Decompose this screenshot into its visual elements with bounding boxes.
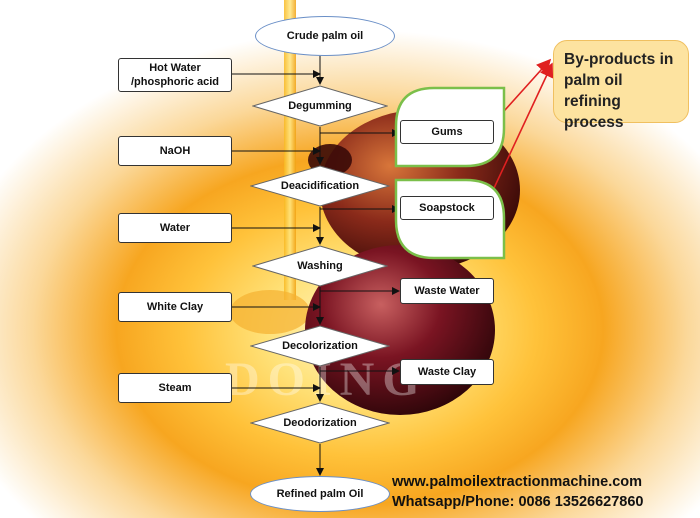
step-deodorization: Deodorization bbox=[250, 402, 390, 444]
input-white-clay: White Clay bbox=[118, 292, 232, 322]
output-waste-water: Waste Water bbox=[400, 278, 494, 304]
oil-stream bbox=[284, 0, 296, 300]
end-node: Refined palm Oil bbox=[250, 476, 390, 512]
step-deacidification: Deacidification bbox=[250, 165, 390, 207]
output-soapstock: Soapstock bbox=[400, 196, 494, 220]
step-decolorization: Decolorization bbox=[250, 325, 390, 367]
output-gums: Gums bbox=[400, 120, 494, 144]
step-degumming: Degumming bbox=[252, 85, 388, 127]
input-water: Water bbox=[118, 213, 232, 243]
input-naoh: NaOH bbox=[118, 136, 232, 166]
output-waste-clay: Waste Clay bbox=[400, 359, 494, 385]
oil-splash bbox=[230, 290, 310, 334]
contact-phone: Whatsapp/Phone: 0086 13526627860 bbox=[392, 494, 644, 510]
website-url[interactable]: www.palmoilextractionmachine.com bbox=[392, 474, 643, 490]
input-steam: Steam bbox=[118, 373, 232, 403]
input-hot-water: Hot Water /phosphoric acid bbox=[118, 58, 232, 92]
by-products-callout: By-products in palm oil refining process bbox=[553, 40, 689, 131]
start-node: Crude palm oil bbox=[255, 16, 395, 56]
step-washing: Washing bbox=[252, 245, 388, 287]
